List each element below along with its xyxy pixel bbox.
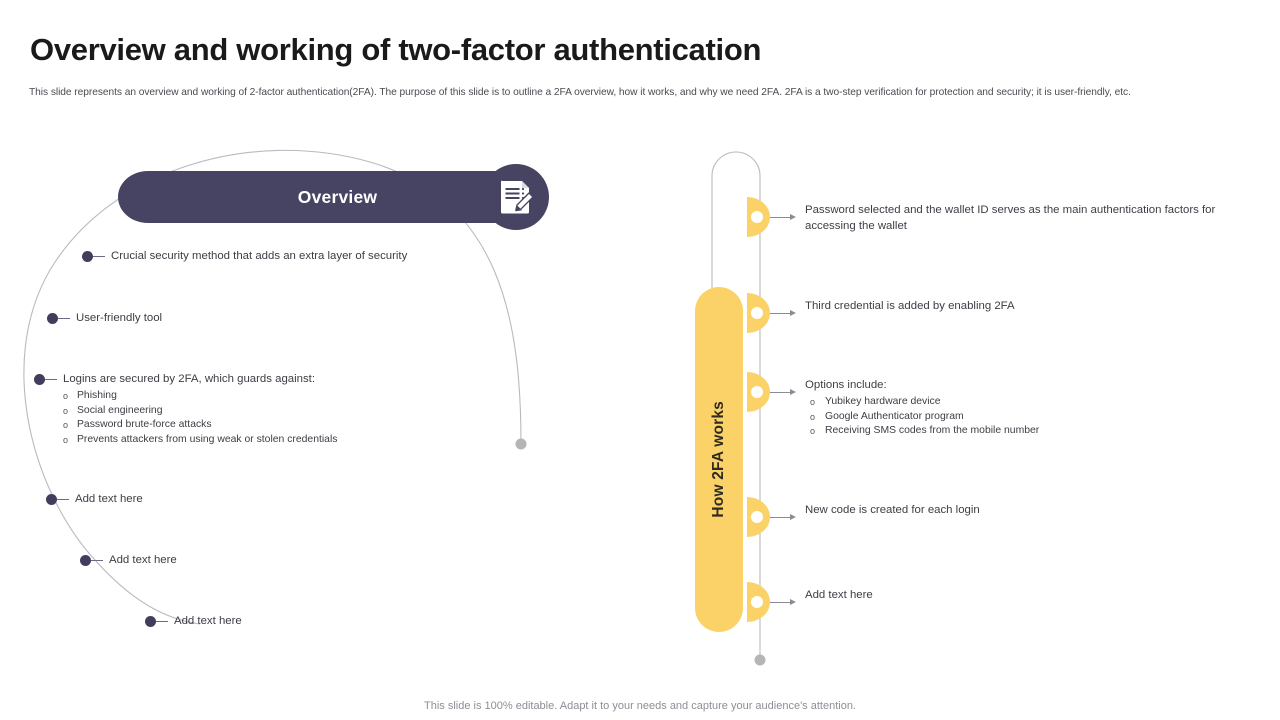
bullet-dot <box>34 374 45 385</box>
timeline-marker[interactable] <box>747 372 770 412</box>
timeline-arrow-icon <box>770 388 798 397</box>
connector-dash <box>93 256 105 257</box>
marker-hole <box>751 386 763 398</box>
bullet-dot <box>46 494 57 505</box>
how-2fa-works-section: How 2FA works Password selected and the … <box>690 140 1280 680</box>
overview-subitem: Prevents attackers from using weak or st… <box>57 433 337 448</box>
how-2fa-works-bar: How 2FA works <box>695 287 743 632</box>
timeline-step: Add text here <box>805 587 873 603</box>
marker-hole <box>751 211 763 223</box>
timeline-step: New code is created for each login <box>805 502 980 518</box>
connector-dash <box>45 379 57 380</box>
overview-item-label: Add text here <box>174 615 242 627</box>
timeline-marker[interactable] <box>747 497 770 537</box>
timeline-marker[interactable] <box>747 293 770 333</box>
overview-item[interactable]: Logins are secured by 2FA, which guards … <box>34 371 337 447</box>
timeline-step: Password selected and the wallet ID serv… <box>805 202 1225 234</box>
timeline-step-label: Options include: <box>805 379 887 391</box>
overview-section: Overview Crucial security method that ad… <box>0 140 640 670</box>
marker-hole <box>751 511 763 523</box>
timeline-marker[interactable] <box>747 197 770 237</box>
overview-item-sublist: Phishing Social engineering Password bru… <box>57 389 337 447</box>
overview-subitem: Password brute-force attacks <box>57 418 337 433</box>
timeline-arrow-icon <box>770 598 798 607</box>
timeline-graphic <box>711 151 766 666</box>
slide-footer: This slide is 100% editable. Adapt it to… <box>424 700 856 712</box>
timeline-step-label: Third credential is added by enabling 2F… <box>805 300 1015 312</box>
timeline-step: Third credential is added by enabling 2F… <box>805 298 1015 314</box>
overview-item[interactable]: Add text here <box>145 613 242 629</box>
timeline-marker[interactable] <box>747 582 770 622</box>
timeline-arrow-icon <box>770 513 798 522</box>
timeline-subitem: Google Authenticator program <box>805 410 1039 425</box>
overview-subitem: Phishing <box>57 389 337 404</box>
timeline-arrow-icon <box>770 309 798 318</box>
bullet-dot <box>80 555 91 566</box>
page-title: Overview and working of two-factor authe… <box>30 32 762 67</box>
timeline-step: Options include: Yubikey hardware device… <box>805 377 1039 439</box>
overview-item-label: Add text here <box>109 554 177 566</box>
page-subtitle: This slide represents an overview and wo… <box>29 87 1131 98</box>
timeline-step-sublist: Yubikey hardware device Google Authentic… <box>805 395 1039 439</box>
timeline-subitem: Receiving SMS codes from the mobile numb… <box>805 424 1039 439</box>
overview-item-label: Logins are secured by 2FA, which guards … <box>63 373 316 385</box>
document-pencil-icon <box>501 180 533 214</box>
overview-item[interactable]: Add text here <box>46 491 143 507</box>
overview-banner: Overview <box>118 171 523 223</box>
connector-dash <box>57 499 69 500</box>
timeline-end-dot <box>754 654 766 666</box>
connector-dash <box>58 318 70 319</box>
overview-banner-label: Overview <box>297 186 378 207</box>
marker-hole <box>751 307 763 319</box>
timeline-arrow-icon <box>770 213 798 222</box>
overview-item-label: Crucial security method that adds an ext… <box>111 250 408 262</box>
bullet-dot <box>47 313 58 324</box>
bullet-dot <box>82 251 93 262</box>
overview-item[interactable]: Add text here <box>80 552 177 568</box>
timeline-step-label: Add text here <box>805 589 873 601</box>
overview-subitem: Social engineering <box>57 404 337 419</box>
marker-hole <box>751 596 763 608</box>
connector-dash <box>91 560 103 561</box>
overview-item[interactable]: Crucial security method that adds an ext… <box>82 248 407 264</box>
how-2fa-works-label: How 2FA works <box>710 401 727 518</box>
timeline-step-label: New code is created for each login <box>805 504 980 516</box>
connector-dash <box>156 621 168 622</box>
overview-item[interactable]: User-friendly tool <box>47 310 162 326</box>
timeline-subitem: Yubikey hardware device <box>805 395 1039 410</box>
overview-item-label: User-friendly tool <box>76 312 163 324</box>
overview-item-label: Add text here <box>75 493 143 505</box>
arc-end-dot <box>515 438 527 450</box>
timeline-step-label: Password selected and the wallet ID serv… <box>805 204 1216 232</box>
overview-badge <box>483 164 549 230</box>
bullet-dot <box>145 616 156 627</box>
